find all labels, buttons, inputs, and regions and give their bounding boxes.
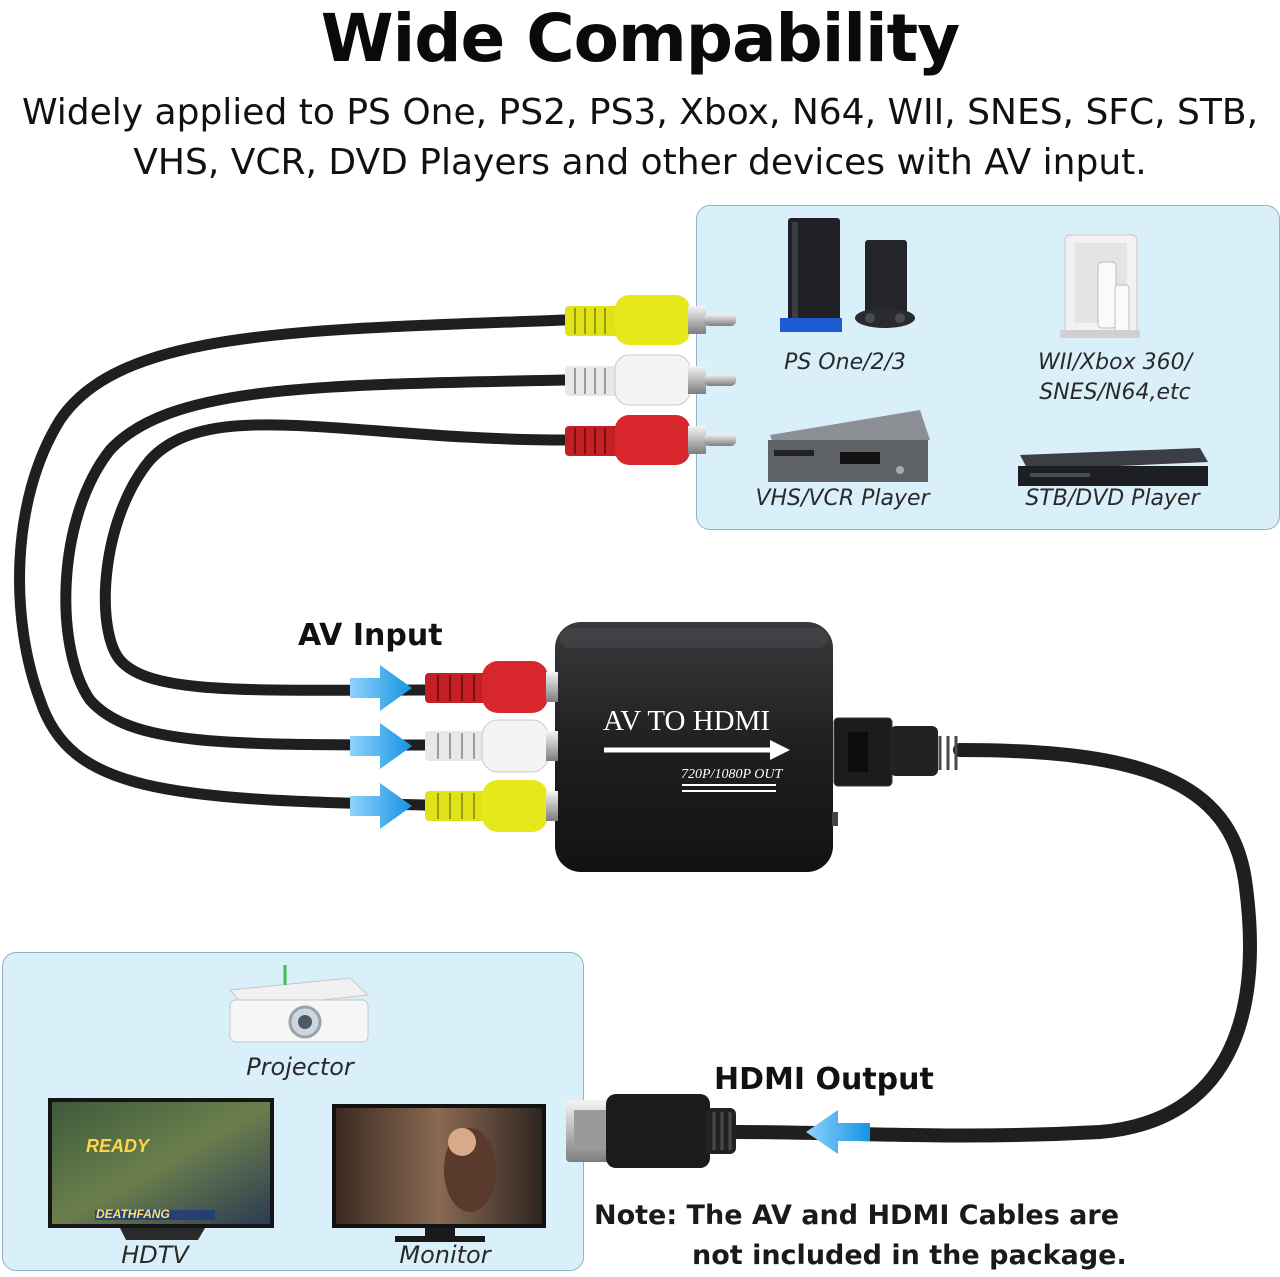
arrow-right-icon [350, 723, 412, 769]
converter-arrow-head [770, 740, 790, 760]
label-vhs: VHS/VCR Player [755, 486, 930, 511]
hdmi-output-callout: HDMI Output [714, 1062, 934, 1097]
note-line-1: Note: The AV and HDMI Cables are [594, 1200, 1120, 1231]
rca-plug-box-red [425, 661, 558, 713]
hdtv-icon [48, 1098, 274, 1240]
hdmi-connector-converter [833, 717, 958, 787]
subtitle-line-1: Widely applied to PS One, PS2, PS3, Xbox… [21, 92, 1259, 133]
hdmi-plug-output [566, 1094, 736, 1168]
game-brand-text: DEATHFANG [96, 1207, 170, 1221]
converter-box [555, 622, 838, 872]
rca-plug-box-white [425, 719, 558, 773]
label-wii-line-1: WII/Xbox 360/ [1037, 350, 1193, 375]
label-projector: Projector [246, 1053, 354, 1081]
label-stb: STB/DVD Player [1025, 486, 1200, 511]
av-input-callout: AV Input [298, 618, 443, 653]
label-monitor: Monitor [399, 1241, 491, 1269]
playstation-icon [780, 218, 915, 332]
rca-plug-top-red [565, 415, 736, 465]
rca-plug-top-white [565, 354, 736, 406]
av-cable-yellow [14, 314, 571, 811]
label-wii: WII/Xbox 360/ SNES/N64,etc [1015, 348, 1215, 408]
av-cable-white [60, 374, 571, 751]
wii-icon [1060, 234, 1140, 338]
arrow-right-icon [350, 665, 412, 711]
game-ready-text: READY [86, 1136, 151, 1156]
arrow-left-icon [806, 1110, 870, 1154]
package-note: Note: The AV and HDMI Cables are not inc… [594, 1196, 1154, 1276]
monitor-icon [332, 1104, 546, 1242]
label-ps: PS One/2/3 [784, 350, 906, 375]
label-hdtv: HDTV [121, 1241, 189, 1269]
page-subtitle: Widely applied to PS One, PS2, PS3, Xbox… [20, 88, 1260, 188]
label-wii-line-2: SNES/N64,etc [1039, 380, 1191, 405]
arrow-right-icon [350, 783, 412, 829]
dvd-player-icon [1018, 448, 1208, 486]
converter-resolution: 720P/1080P OUT [681, 767, 783, 782]
note-line-2: not included in the package. [692, 1240, 1127, 1271]
converter-label: AV TO HDMI [603, 705, 770, 737]
vhs-player-icon [768, 410, 930, 482]
av-cable-red [99, 419, 571, 696]
av-cables [14, 314, 571, 811]
subtitle-line-2: VHS, VCR, DVD Players and other devices … [133, 142, 1147, 183]
rca-plug-box-yellow [425, 780, 558, 832]
rca-plug-top-yellow [565, 295, 736, 345]
av-input-arrows [350, 665, 412, 829]
projector-icon [228, 965, 370, 1043]
page-title: Wide Compability [320, 0, 960, 77]
hdmi-cable [728, 743, 1257, 1143]
